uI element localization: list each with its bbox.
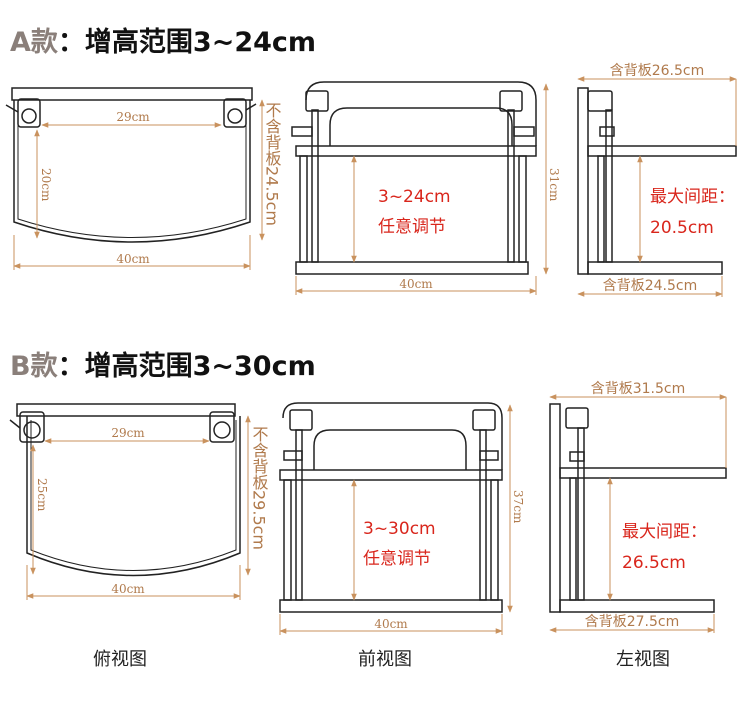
b-front-knob-right [479, 450, 499, 461]
a-top-width-label: 40cm [116, 252, 150, 266]
a-front-width-label: 40cm [399, 277, 433, 291]
b-side-leg-outer [569, 477, 577, 601]
b-side-top-board [559, 467, 727, 479]
b-top-inner-width-label: 29cm [111, 426, 145, 440]
a-front-adjust-text: 任意调节 [378, 217, 446, 237]
a-top-dims [13, 99, 265, 270]
a-front-leg-inner-left [311, 109, 319, 263]
b-top-view [9, 403, 241, 577]
a-side-gap-value: 20.5cm [650, 218, 714, 238]
model-a-name: A款 [10, 27, 58, 58]
a-front-leg-inner-right [507, 109, 515, 263]
b-front-backboard-top [282, 402, 503, 470]
view-label-side: 左视图 [616, 649, 670, 670]
a-front-base-board [295, 261, 529, 275]
a-top-view [5, 87, 257, 243]
b-top-depth-label: 25cm [35, 478, 49, 512]
a-top-clamp-left [5, 98, 41, 128]
b-side-clamp [565, 407, 589, 429]
b-front-height-label: 37cm [511, 490, 525, 524]
b-side-bottom-width-label: 含背板27.5cm [585, 614, 680, 630]
b-front-adjust-range: 3~30cm [363, 519, 436, 539]
a-side-leg-outer [597, 155, 605, 263]
a-top-depth-note: 不含背板24.5cm [263, 102, 282, 226]
a-front-backboard-top [305, 81, 537, 146]
a-front-backboard-cutout [329, 107, 513, 146]
b-front-leg-inner-left [295, 429, 303, 601]
b-front-leg-outer-left [283, 479, 292, 601]
a-front-knob-left [291, 126, 313, 137]
model-b-name: B款 [10, 351, 58, 382]
a-front-clamp-right [499, 90, 523, 112]
a-side-view [577, 87, 737, 275]
a-top-shelf-outline [13, 100, 251, 243]
b-side-base-board [559, 599, 715, 613]
model-a-range: ：增高范围3~24cm [57, 27, 317, 58]
b-side-dims [549, 394, 727, 633]
a-side-top-width-label: 含背板26.5cm [610, 63, 705, 79]
view-label-front: 前视图 [358, 649, 412, 670]
model-a-title: A款：增高范围3~24cm [10, 20, 316, 59]
a-side-clamp [587, 90, 613, 112]
a-front-height-label: 31cm [547, 168, 561, 202]
a-side-backboard [577, 87, 589, 275]
a-side-gap-label: 最大间距： [650, 187, 735, 207]
b-side-view [549, 403, 727, 613]
b-front-leg-inner-right [479, 429, 487, 601]
a-top-clamp-right [223, 98, 257, 128]
b-front-clamp-left [289, 409, 313, 431]
a-top-inner-width-label: 29cm [116, 110, 150, 124]
b-top-shelf-inner [30, 420, 237, 571]
b-top-clamp-right [209, 411, 235, 443]
b-top-back-bar [16, 403, 236, 417]
b-side-backboard [549, 403, 561, 613]
model-b-range: ：增高范围3~30cm [57, 351, 316, 382]
b-top-shelf-outline [26, 416, 241, 577]
b-front-knob-left [283, 450, 303, 461]
a-top-back-bar [11, 87, 253, 101]
b-side-gap-label: 最大间距： [622, 522, 707, 542]
a-side-bottom-width-label: 含背板24.5cm [603, 278, 698, 294]
a-front-top-board [295, 145, 537, 157]
a-side-top-board [587, 145, 737, 157]
b-front-leg-outer-right [490, 479, 499, 601]
a-side-leg-inner [605, 109, 613, 263]
b-front-width-label: 40cm [374, 617, 408, 631]
b-side-leg-inner [577, 427, 585, 601]
b-side-gap-value: 26.5cm [622, 553, 686, 573]
view-label-top: 俯视图 [93, 649, 147, 670]
b-front-backboard-cutout [313, 429, 467, 470]
b-top-clamp-left [9, 411, 45, 443]
b-front-view [279, 402, 503, 613]
b-top-width-label: 40cm [111, 582, 145, 596]
a-front-leg-outer-right [518, 155, 527, 263]
a-front-adjust-range: 3~24cm [378, 187, 451, 207]
b-front-clamp-right [472, 409, 496, 431]
a-side-base-board [587, 261, 723, 275]
a-front-dims [295, 83, 549, 295]
a-top-depth-label: 20cm [39, 168, 53, 202]
b-top-dims [26, 415, 251, 600]
a-side-dims [577, 76, 737, 297]
b-side-top-width-label: 含背板31.5cm [591, 381, 686, 397]
a-side-knob [599, 126, 615, 137]
a-front-view [291, 81, 537, 275]
b-top-depth-note: 不含背板29.5cm [250, 426, 269, 550]
b-front-adjust-text: 任意调节 [363, 549, 431, 569]
b-side-knob [569, 451, 585, 462]
a-front-clamp-left [305, 90, 329, 112]
a-front-knob-right [513, 126, 535, 137]
b-front-top-board [279, 469, 503, 481]
b-front-base-board [279, 599, 503, 613]
a-front-leg-outer-left [299, 155, 308, 263]
b-front-dims [279, 404, 513, 635]
model-b-title: B款：增高范围3~30cm [10, 344, 316, 383]
